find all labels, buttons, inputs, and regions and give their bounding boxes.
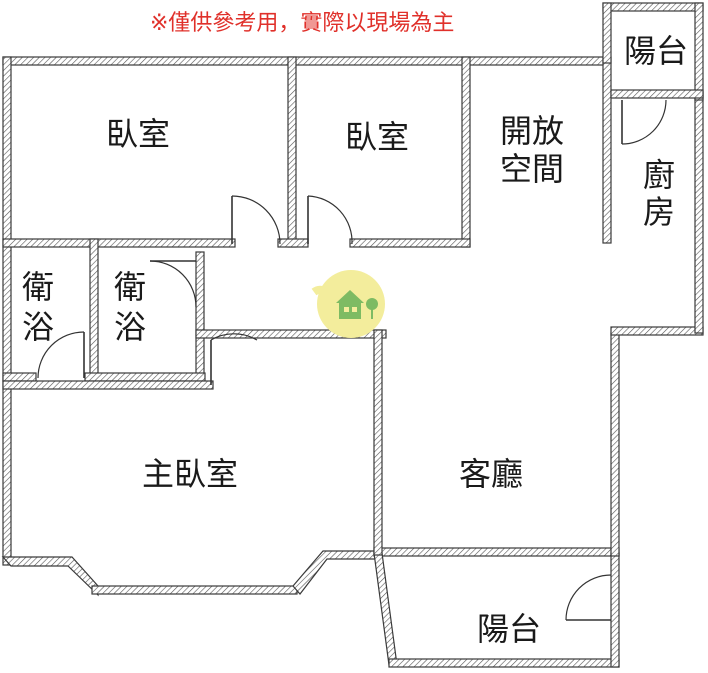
room-label-open-space-line2: 空間 <box>500 150 564 188</box>
room-label-bath-left-line1: 衛 <box>22 268 54 306</box>
room-label-living-room: 客廳 <box>459 455 523 493</box>
room-label-kitchen-line2: 房 <box>643 193 675 231</box>
room-label-bedroom-left: 臥室 <box>106 115 170 153</box>
room-label-balcony-top: 陽台 <box>624 32 688 70</box>
disclaimer-notice: ※僅供參考用，實際以現場為主 <box>150 11 454 36</box>
room-label-bedroom-mid: 臥室 <box>345 118 409 156</box>
doors <box>37 99 667 621</box>
house-logo-icon <box>311 270 385 338</box>
room-label-bath-left-line2: 浴 <box>22 308 54 346</box>
room-label-balcony-bottom: 陽台 <box>477 610 541 648</box>
room-label-master-bedroom: 主臥室 <box>142 455 238 493</box>
room-label-bath-mid-line1: 衛 <box>114 268 146 306</box>
room-label-open-space-line1: 開放 <box>500 112 564 150</box>
room-label-kitchen-line1: 廚 <box>643 156 675 194</box>
room-label-bath-mid-line2: 浴 <box>114 308 146 346</box>
interior-walls <box>2 56 471 556</box>
